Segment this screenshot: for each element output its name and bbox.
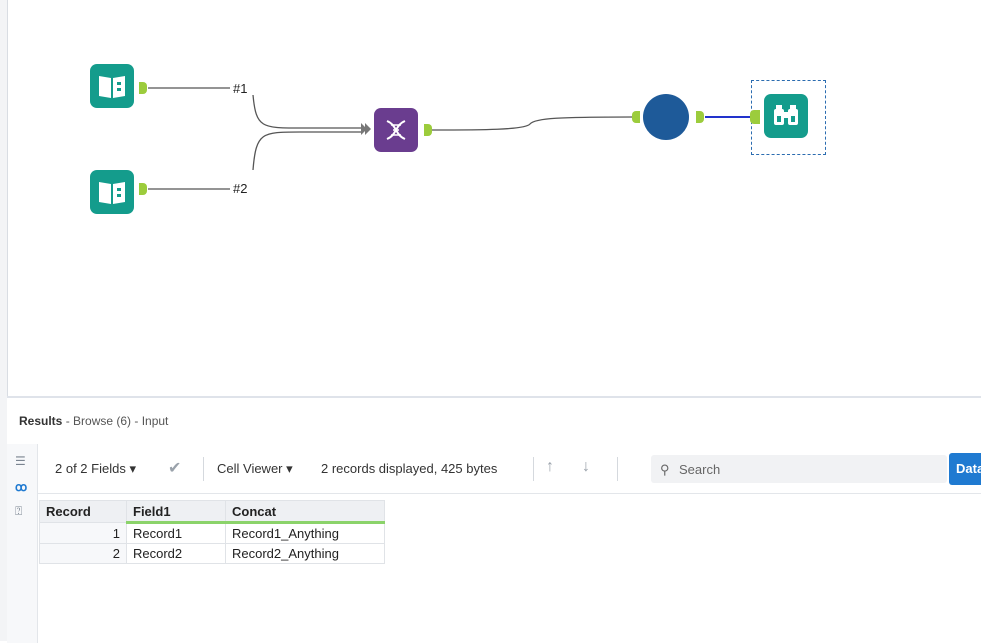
cell-viewer-label: Cell Viewer — [217, 461, 283, 476]
results-title: Results - Browse (6) - Input — [19, 414, 168, 428]
data-button-label: Data — [956, 461, 981, 476]
wire-formula-circle — [431, 116, 633, 131]
cell-viewer-dropdown[interactable]: Cell Viewer ▾ — [217, 461, 293, 477]
search-icon: ⚲ — [660, 462, 670, 477]
divider — [617, 457, 618, 481]
divider — [533, 457, 534, 481]
formula-tool[interactable] — [374, 108, 418, 152]
container-tool-circle[interactable] — [643, 94, 689, 140]
connection-wires — [148, 87, 750, 190]
output-anchor[interactable] — [424, 124, 432, 136]
arrow-up-icon[interactable]: ↑ — [546, 458, 554, 475]
results-panel: Results - Browse (6) - Input ☰ ꝏ ⍰ 2 of … — [7, 396, 981, 643]
book-icon — [99, 182, 125, 204]
arrow-down-icon[interactable]: ↓ — [582, 458, 590, 475]
output-anchor[interactable] — [139, 82, 147, 94]
left-edge — [0, 0, 8, 641]
connection-label-2: #2 — [233, 181, 248, 196]
cell-field1[interactable]: Record1 — [126, 522, 226, 544]
workflow-canvas[interactable]: #1 #2 — [0, 0, 981, 396]
fields-dropdown[interactable]: 2 of 2 Fields ▾ — [55, 461, 136, 477]
cell-concat[interactable]: Record2_Anything — [225, 543, 385, 564]
table-row[interactable]: 2 Record2 Record2_Anything — [39, 543, 385, 564]
input-anchor[interactable] — [632, 111, 640, 123]
results-title-rest: - Browse (6) - Input — [62, 414, 169, 428]
results-toolbar: 2 of 2 Fields ▾ ✔ Cell Viewer ▾ 2 record… — [38, 445, 981, 494]
chevron-down-icon: ▾ — [129, 461, 136, 476]
binoculars-icon[interactable]: ꝏ — [15, 480, 28, 494]
results-title-bold: Results — [19, 414, 63, 428]
wire-input1-formula — [252, 94, 362, 129]
help-icon[interactable]: ⍰ — [15, 504, 23, 518]
cell-record: 1 — [39, 522, 127, 544]
results-side-rail: ☰ ꝏ ⍰ — [7, 444, 38, 643]
input-tool-2[interactable] — [90, 170, 134, 214]
divider — [203, 457, 204, 481]
data-button[interactable]: Data — [949, 453, 981, 485]
check-icon[interactable]: ✔ — [168, 460, 182, 477]
records-info: 2 records displayed, 425 bytes — [321, 461, 498, 476]
search-placeholder: Search — [679, 462, 721, 477]
list-icon[interactable]: ☰ — [15, 454, 26, 468]
cell-concat[interactable]: Record1_Anything — [225, 522, 385, 544]
output-anchor[interactable] — [696, 111, 704, 123]
input-anchor[interactable] — [750, 110, 760, 124]
browse-tool[interactable] — [764, 94, 808, 138]
cell-field1[interactable]: Record2 — [126, 543, 226, 564]
chevron-down-icon: ▾ — [286, 461, 293, 476]
binoculars-icon — [774, 105, 798, 125]
multi-input-anchor[interactable] — [361, 123, 371, 135]
connection-label-1: #1 — [233, 81, 248, 96]
col-header-record[interactable]: Record — [39, 500, 127, 523]
dna-icon — [386, 120, 406, 140]
col-header-concat[interactable]: Concat — [225, 500, 385, 524]
results-table: Record Field1 Concat 1 Record1 Record1_A… — [39, 500, 385, 564]
cell-record: 2 — [39, 543, 127, 564]
output-anchor[interactable] — [139, 183, 147, 195]
col-header-field1[interactable]: Field1 — [126, 500, 226, 524]
book-icon — [99, 76, 125, 98]
wire-input2-formula — [252, 131, 362, 171]
input-tool-1[interactable] — [90, 64, 134, 108]
fields-label: 2 of 2 Fields — [55, 461, 126, 476]
table-row[interactable]: 1 Record1 Record1_Anything — [39, 522, 385, 544]
search-input[interactable]: ⚲ Search — [651, 455, 947, 483]
